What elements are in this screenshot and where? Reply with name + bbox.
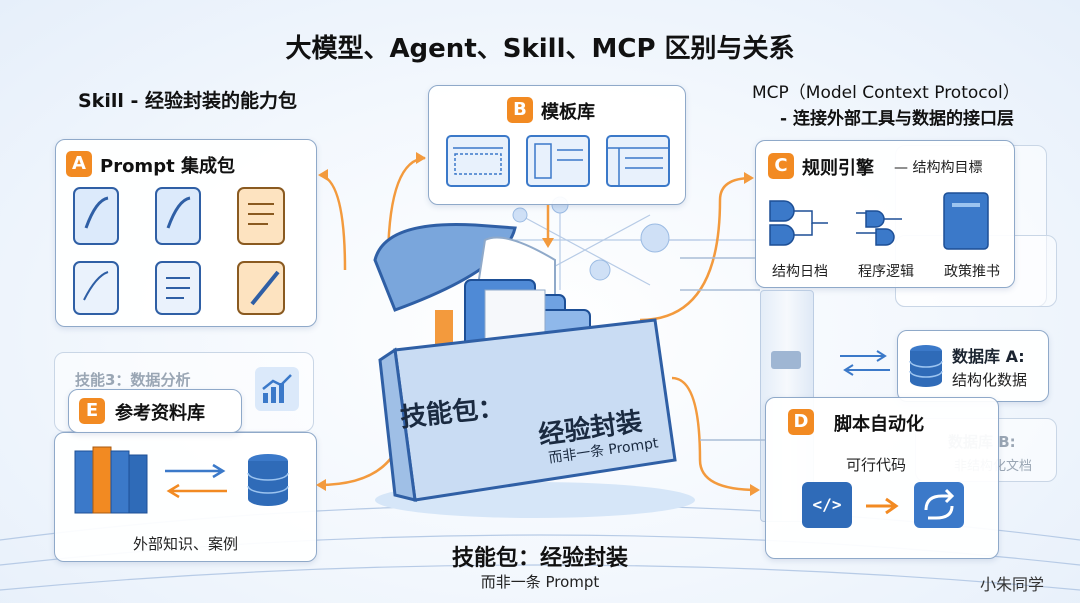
- bidirectional-arrows: [840, 350, 890, 376]
- logic-gate-icons: [769, 192, 989, 250]
- bottom-caption-main: 技能包：经验封装: [451, 546, 628, 571]
- badge-d: D: [788, 409, 814, 435]
- reference-card-title: 参考资料库: [115, 403, 205, 424]
- chart-icon: [255, 367, 299, 411]
- scroll-icon-5: [155, 261, 201, 315]
- page-title: 大模型、Agent、Skill、MCP 区别与关系: [285, 34, 795, 64]
- badge-a: A: [66, 151, 92, 177]
- exchange-arrows: [165, 463, 227, 499]
- mcp-heading-line2: - 连接外部工具与数据的接口层: [780, 109, 1014, 129]
- refresh-icon: [914, 482, 964, 528]
- badge-c: C: [768, 153, 794, 179]
- network-port-icon: [771, 351, 801, 369]
- rules-item-1: 结构日档: [772, 264, 828, 280]
- code-icon: </>: [802, 482, 852, 528]
- rules-item-2: 程序逻辑: [858, 264, 914, 280]
- bottom-caption-sub: 而非一条 Prompt: [480, 573, 600, 591]
- scroll-icon-3: [237, 187, 285, 245]
- script-card[interactable]: D 脚本自动化 可行代码 </>: [765, 397, 999, 559]
- scroll-icon-1: [73, 187, 119, 245]
- badge-e: E: [79, 398, 105, 424]
- scroll-icon-2: [155, 187, 201, 245]
- toolbox-illustration: [373, 222, 695, 518]
- mcp-heading-line1: MCP（Model Context Protocol）: [752, 83, 1020, 103]
- rules-card-title: 规则引擎: [802, 158, 874, 179]
- database-icon: [909, 345, 943, 387]
- rules-card-subtitle: — 结构构目標: [894, 160, 983, 176]
- reference-caption: 外部知识、案例: [132, 535, 238, 553]
- template-card[interactable]: B 模板库: [428, 85, 686, 205]
- database-icon: [247, 454, 289, 506]
- watermark: 小朱同学: [980, 575, 1045, 594]
- arrow-right-icon: [866, 497, 899, 515]
- scroll-icon-6: [237, 261, 285, 315]
- ghost-skill-label: 技能3：数据分析: [75, 371, 191, 389]
- badge-b: B: [507, 97, 533, 123]
- script-card-subtitle: 可行代码: [846, 456, 907, 474]
- reference-card[interactable]: 外部知识、案例: [54, 432, 317, 562]
- script-card-title: 脚本自动化: [834, 414, 924, 435]
- template-card-title: 模板库: [541, 102, 595, 123]
- database-a-line2: 结构化数据: [952, 371, 1028, 389]
- prompt-card[interactable]: A Prompt 集成包: [55, 139, 317, 327]
- database-a-line1: 数据库 A:: [952, 347, 1025, 366]
- skill-heading: Skill - 经验封装的能力包: [78, 90, 297, 112]
- rules-card[interactable]: C 规则引擎 — 结构构目標 结构日档 程序逻辑 政策推书: [755, 140, 1015, 288]
- prompt-card-title: Prompt 集成包: [100, 156, 235, 177]
- scroll-icon-4: [73, 261, 119, 315]
- database-a-card[interactable]: 数据库 A: 结构化数据: [897, 330, 1049, 402]
- rules-item-3: 政策推书: [944, 264, 1000, 280]
- reference-header: E 参考资料库: [68, 389, 242, 433]
